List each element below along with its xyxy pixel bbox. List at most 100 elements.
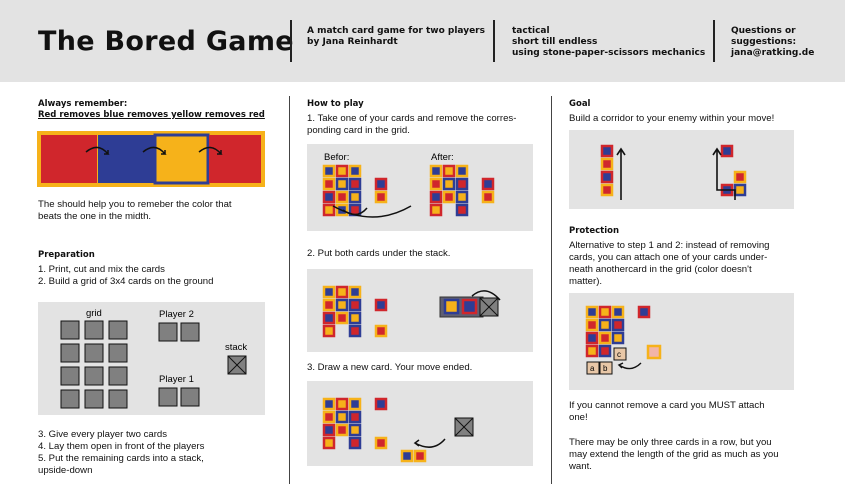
tagline-line: tactical [512, 26, 550, 36]
after-grid [429, 164, 495, 217]
stack-icon [227, 355, 247, 375]
three-in-row-line: may extend the length of the grid as muc… [569, 449, 779, 460]
red-card [41, 135, 97, 183]
card-yellow [443, 298, 460, 315]
stack-label: stack [225, 342, 247, 353]
svg-text:b: b [603, 364, 608, 373]
mini-card [429, 164, 443, 178]
mini-card [429, 190, 443, 204]
card-b: b [599, 361, 613, 375]
attach-arrow-icon [617, 362, 642, 370]
mini-card [335, 285, 349, 299]
mini-card [335, 164, 349, 178]
setup-illustration: grid Player 2 Player 1 stack [38, 302, 265, 415]
column-divider [289, 96, 290, 484]
mini-card [455, 190, 469, 204]
after-label: After: [431, 152, 454, 163]
color-cycle-diagram [37, 131, 265, 187]
note-line: beats the one in the midth. [38, 211, 152, 222]
prep-step: 2. Build a grid of 3x4 cards on the grou… [38, 276, 214, 287]
mini-card [348, 311, 362, 325]
mini-card [348, 423, 362, 437]
mini-card [348, 436, 362, 450]
mini-card [322, 397, 336, 411]
preparation-steps: 1. Print, cut and mix the cards 2. Build… [38, 264, 213, 288]
card-blue [461, 298, 478, 315]
mini-card [374, 324, 388, 338]
mini-card [322, 324, 336, 338]
header-contact: Questions or suggestions: jana@ratking.d… [731, 26, 814, 59]
stack-icon [454, 417, 474, 437]
mini-card [348, 190, 362, 204]
mini-card [611, 318, 625, 332]
mini-card [598, 305, 612, 319]
protection-line: cards, you can attach one of your cards … [569, 252, 768, 263]
note-line: The should help you to remeber the color… [38, 199, 232, 210]
contact-line: Questions or [731, 26, 796, 36]
stack-icon [479, 297, 499, 317]
mini-card [442, 190, 456, 204]
mini-card [400, 449, 414, 463]
mini-card [598, 344, 612, 358]
contact-line: suggestions: [731, 37, 797, 47]
goal-corridor-bent [720, 144, 747, 197]
mini-card [611, 331, 625, 345]
svg-text:a: a [590, 364, 595, 373]
mini-card [611, 305, 625, 319]
protection-grid [585, 305, 651, 358]
step3-text: 3. Draw a new card. Your move ended. [307, 362, 473, 373]
yellow-card [153, 133, 210, 185]
mini-card [429, 177, 443, 191]
mini-card [600, 170, 614, 184]
step3-drawing [322, 397, 474, 463]
protection-drawing: a b c [585, 305, 662, 375]
mini-card [429, 203, 443, 217]
remember-title: Always remember: [38, 99, 128, 109]
card-c: c [613, 347, 627, 361]
before-label: Befor: [324, 152, 349, 163]
must-attach-line: If you cannot remove a card you MUST att… [569, 400, 765, 411]
step1-line: ponding card in the grid. [307, 125, 410, 136]
mini-card [455, 203, 469, 217]
prep-step: upside-down [38, 465, 93, 476]
mini-card [455, 164, 469, 178]
goal-illustration [569, 130, 794, 209]
howto-title: How to play [307, 99, 364, 109]
player2-cards [158, 322, 200, 342]
goal-drawing [600, 144, 747, 200]
mini-card [348, 164, 362, 178]
step2-grid [322, 285, 388, 338]
mini-card [374, 190, 388, 204]
prep-step: 4. Lay them open in front of the players [38, 441, 205, 452]
mini-card [322, 164, 336, 178]
preparation-steps-2: 3. Give every player two cards 4. Lay th… [38, 429, 204, 477]
remember-rule: Red removes blue removes yellow removes … [38, 110, 265, 120]
header-subtitle: A match card game for two players by Jan… [307, 26, 485, 48]
mini-card [455, 177, 469, 191]
subtitle-line: A match card game for two players [307, 26, 485, 36]
step1-text: 1. Take one of your cards and remove the… [307, 113, 516, 137]
arrow-icon [85, 146, 110, 155]
goal-corridor-straight [600, 144, 614, 197]
mini-card [335, 410, 349, 424]
step2-drawing [322, 285, 501, 338]
mini-card [600, 183, 614, 197]
mini-card [335, 397, 349, 411]
contact-email[interactable]: jana@ratking.de [731, 48, 815, 58]
prep-step: 5. Put the remaining cards into a stack, [38, 453, 204, 464]
protection-title: Protection [569, 226, 619, 236]
step2-illustration [307, 269, 533, 352]
header-divider [493, 20, 495, 62]
protection-text: Alternative to step 1 and 2: instead of … [569, 240, 770, 288]
card-a: a [586, 361, 600, 375]
player2-label: Player 2 [159, 309, 194, 320]
step2-text: 2. Put both cards under the stack. [307, 248, 451, 259]
mini-card [322, 298, 336, 312]
mini-card [348, 410, 362, 424]
column-divider [551, 96, 552, 484]
step1-drawing: Befor: After: [322, 152, 495, 218]
mini-card [322, 423, 336, 437]
protection-line: neath anothercard in the grid (color doe… [569, 264, 752, 275]
mini-card [348, 285, 362, 299]
three-in-row-line: There may be only three cards in a row, … [569, 437, 772, 448]
